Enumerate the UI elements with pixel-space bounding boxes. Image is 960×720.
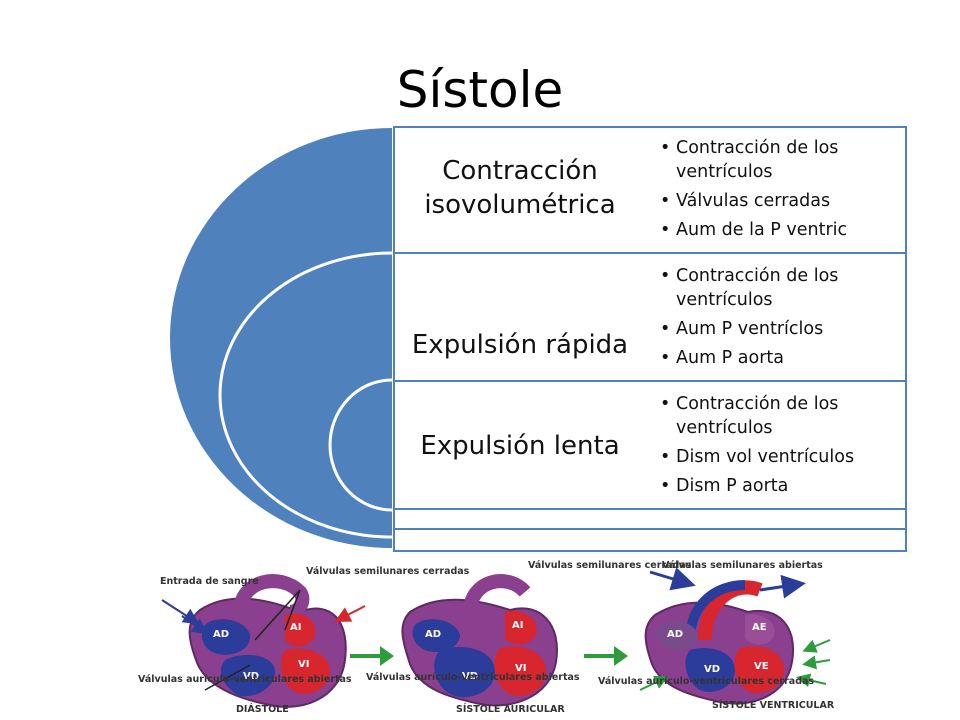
right-atrium <box>656 621 698 651</box>
chamber-label: AI <box>290 622 301 633</box>
left-atrium <box>745 614 775 645</box>
diagram-label: Válvulas semilunares abiertas <box>662 560 823 571</box>
pressure-arrow <box>802 639 831 653</box>
pressure-arrow <box>802 655 831 670</box>
right-ventricle <box>220 654 275 697</box>
chamber-label: AI <box>512 620 523 631</box>
bullet: Contracción de los ventrículos <box>660 392 902 440</box>
bullet: Dism P aorta <box>660 474 902 498</box>
phase-bullets-2: Contracción de los ventrículos Aum P ven… <box>660 264 902 375</box>
heart-panel-ventricular-systole: AD VD AE VE Válvulas semilunares abierta… <box>598 560 835 711</box>
bullet: Válvulas cerradas <box>660 189 902 213</box>
inflow-arrow <box>161 599 200 625</box>
chamber-label: AD <box>425 629 441 640</box>
slide-title: Sístole <box>396 61 564 119</box>
chamber-label: VD <box>243 671 259 682</box>
inflow-arrow <box>181 615 209 635</box>
heart-panel-atrial-systole: AD VD AI VI Válvulas semilunares cerrada… <box>366 560 692 715</box>
right-ventricle <box>685 648 735 692</box>
outer-arc <box>170 128 392 548</box>
diagram-label: Entrada de sangre <box>160 576 259 587</box>
phase-label-2: Expulsión rápida <box>411 330 629 360</box>
pointer-line <box>284 589 301 631</box>
chamber-label: VE <box>754 661 769 672</box>
chamber-label: VD <box>704 664 720 675</box>
bullet: Contracción de los ventrículos <box>660 264 902 312</box>
bullet: Contracción de los ventrículos <box>660 136 902 184</box>
chamber-label: AD <box>667 629 683 640</box>
panel-caption: DIÁSTOLE <box>236 703 289 715</box>
phase-label-1: Contracción isovolumétrica <box>424 156 616 220</box>
heart-body <box>188 597 347 708</box>
bullet: Aum de la P ventric <box>660 218 902 242</box>
phase-box-5 <box>393 528 907 552</box>
chamber-label: AD <box>213 629 229 640</box>
left-ventricle <box>494 646 547 696</box>
diagram-label: Válvulas aurículo-ventriculares cerradas <box>598 676 814 687</box>
left-ventricle <box>280 648 330 694</box>
bullet: Aum P ventríclos <box>660 317 902 341</box>
left-ventricle <box>734 646 785 694</box>
outflow-arrow <box>759 574 806 599</box>
inner-arc-outline <box>328 378 393 512</box>
aorta <box>698 580 763 641</box>
outflow-arrow <box>649 567 696 591</box>
left-atrium <box>505 610 537 645</box>
right-atrium <box>412 619 460 653</box>
heart-panel-diastole: AD VD AI VI Entrada de sangre Válvulas s… <box>138 566 470 715</box>
phase-bullets-3: Contracción de los ventrículos Dism vol … <box>660 392 902 503</box>
left-atrium <box>285 613 316 647</box>
phase-arrow <box>350 646 394 666</box>
pressure-arrow <box>639 676 669 691</box>
bullet: Dism vol ventrículos <box>660 445 902 469</box>
panel-caption: SÍSTOLE VENTRICULAR <box>712 699 835 711</box>
bullet: Aum P aorta <box>660 346 902 370</box>
middle-arc-outline <box>218 251 393 539</box>
phase-bullets-1: Contracción de los ventrículos Válvulas … <box>660 136 902 247</box>
phase-arrow <box>584 646 628 666</box>
chamber-label: VD <box>462 671 478 682</box>
chamber-label: VI <box>515 663 526 674</box>
panel-caption: SÍSTOLE AURICULAR <box>456 703 565 715</box>
aorta <box>463 574 531 613</box>
phase-label-3: Expulsión lenta <box>420 431 620 461</box>
right-ventricle <box>434 646 495 698</box>
chamber-label: VI <box>298 659 309 670</box>
pointer-line <box>254 589 301 641</box>
diagram-label: Válvulas semilunares cerradas <box>306 566 470 577</box>
diagram-label: Válvulas semilunares cerradas <box>528 560 692 571</box>
inflow-arrow <box>334 605 366 622</box>
chamber-label: AE <box>752 622 767 633</box>
diagram-label: Válvulas aurículo-ventriculares abiertas <box>366 672 580 683</box>
pointer-line <box>204 664 251 691</box>
right-atrium <box>201 619 251 655</box>
aorta <box>233 574 310 619</box>
diagram-label: Válvulas aurículo-ventriculares abiertas <box>138 674 352 685</box>
pressure-arrow <box>796 673 827 688</box>
